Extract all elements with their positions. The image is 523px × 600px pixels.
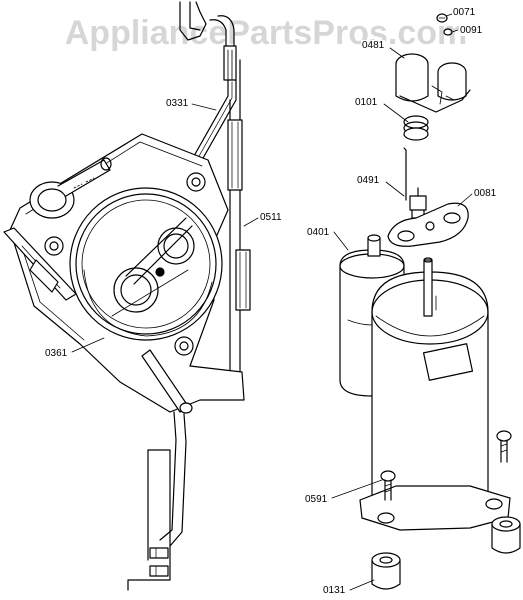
grommet-0131 — [371, 552, 401, 590]
compressor-top-ring — [69, 187, 223, 341]
accumulator-cap — [29, 157, 112, 219]
callout-0081: 0081 — [473, 188, 498, 199]
callout-0071: 0071 — [452, 7, 477, 18]
screw-0591 — [380, 470, 396, 501]
callout-0091: 0091 — [459, 25, 484, 36]
screw-right — [496, 430, 512, 463]
callout-0591: 0591 — [304, 494, 329, 505]
gasket-0081 — [387, 202, 469, 247]
grommet-right — [491, 516, 521, 554]
callout-0131: 0131 — [322, 585, 347, 596]
lower-tube-assembly — [127, 411, 187, 591]
leader-lines — [71, 13, 473, 591]
watermark: AppliancePartsPros.com — [64, 14, 468, 52]
callout-0401: 0401 — [306, 227, 331, 238]
overload-0491 — [403, 147, 427, 219]
callout-0361: 0361 — [44, 348, 69, 359]
compressor-ports — [111, 217, 195, 317]
callout-0511: 0511 — [259, 212, 283, 223]
spring-0101 — [403, 115, 429, 141]
discharge-tube-top — [179, 1, 237, 81]
screw-0071 — [436, 13, 448, 23]
terminal-cover-0481 — [395, 53, 471, 113]
compressor-body — [371, 257, 489, 527]
bracket-0361 — [3, 227, 193, 414]
tube-0511 — [227, 59, 251, 391]
callout-0331: 0331 — [165, 98, 190, 109]
callout-0101: 0101 — [354, 97, 379, 108]
mounting-foot — [359, 485, 511, 531]
callout-0481: 0481 — [361, 40, 386, 51]
callout-0491: 0491 — [356, 175, 381, 186]
